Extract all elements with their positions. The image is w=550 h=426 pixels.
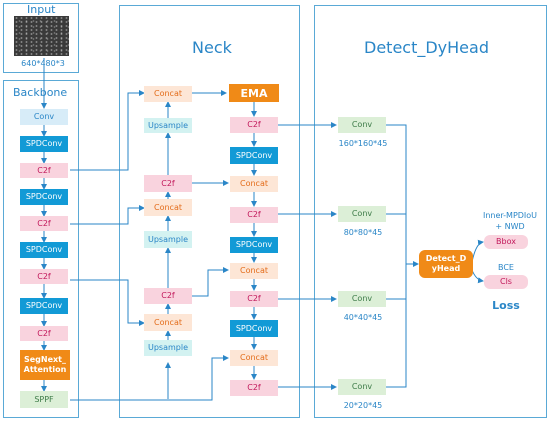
- segnext-attention-label: SegNext_Attention: [23, 355, 67, 374]
- head-conv-3-size: 40*40*45: [343, 313, 383, 322]
- neck-c2f-r2: C2f: [230, 207, 278, 223]
- input-image: [14, 16, 69, 56]
- neck-concat-6: Concat: [230, 350, 278, 366]
- neck-concat-1: Concat: [144, 86, 192, 102]
- neck-panel: [119, 5, 300, 418]
- neck-concat-4: Concat: [230, 176, 278, 192]
- neck-spdconv-3: SPDConv: [230, 320, 278, 337]
- backbone-c2f-4: C2f: [20, 326, 68, 341]
- head-conv-2-size: 80*80*45: [343, 228, 383, 237]
- backbone-title: Backbone: [13, 86, 68, 99]
- head-conv-4: Conv: [338, 379, 386, 395]
- neck-title: Neck: [192, 38, 232, 57]
- neck-spdconv-2: SPDConv: [230, 237, 278, 253]
- neck-concat-2: Concat: [144, 199, 192, 216]
- backbone-segnext-attention: SegNext_Attention: [20, 350, 70, 380]
- head-conv-1: Conv: [338, 117, 386, 133]
- neck-spdconv-1: SPDConv: [230, 147, 278, 164]
- neck-upsample-3: Upsample: [144, 340, 192, 356]
- head-conv-1-size: 160*160*45: [338, 139, 388, 148]
- head-dyhead: Detect_DyHead: [419, 250, 473, 278]
- head-title: Detect_DyHead: [364, 38, 489, 57]
- input-size-label: 640*480*3: [21, 59, 65, 68]
- backbone-c2f-1: C2f: [20, 163, 68, 178]
- neck-upsample-1: Upsample: [144, 118, 192, 133]
- backbone-spdconv-4: SPDConv: [20, 298, 68, 314]
- input-panel: [3, 3, 79, 73]
- backbone-spdconv-1: SPDConv: [20, 136, 68, 152]
- backbone-spdconv-3: SPDConv: [20, 242, 68, 258]
- head-conv-4-size: 20*20*45: [343, 401, 383, 410]
- neck-ema: EMA: [229, 84, 279, 102]
- backbone-panel: [3, 80, 79, 418]
- cls-caption: BCE: [498, 263, 514, 272]
- backbone-sppf: SPPF: [20, 391, 68, 408]
- cls-output: Cls: [484, 275, 528, 289]
- neck-c2f-r1: C2f: [230, 117, 278, 133]
- head-conv-3: Conv: [338, 291, 386, 307]
- bbox-caption-2: + NWD: [495, 222, 525, 231]
- bbox-caption-1: Inner-MPDIoU: [482, 211, 538, 220]
- loss-label: Loss: [492, 299, 520, 312]
- backbone-conv: Conv: [20, 109, 68, 125]
- bbox-output: Bbox: [484, 235, 528, 249]
- neck-concat-5: Concat: [230, 263, 278, 279]
- neck-c2f-r3: C2f: [230, 291, 278, 307]
- input-title: Input: [27, 3, 56, 16]
- neck-c2f-r4: C2f: [230, 380, 278, 396]
- head-panel: [314, 5, 547, 418]
- neck-concat-3: Concat: [144, 314, 192, 331]
- backbone-c2f-2: C2f: [20, 216, 68, 231]
- backbone-spdconv-2: SPDConv: [20, 189, 68, 205]
- head-conv-2: Conv: [338, 206, 386, 222]
- neck-c2f-l2: C2f: [144, 288, 192, 304]
- neck-c2f-l1: C2f: [144, 175, 192, 192]
- dyhead-label: Detect_DyHead: [425, 254, 467, 273]
- neck-upsample-2: Upsample: [144, 231, 192, 248]
- backbone-c2f-3: C2f: [20, 269, 68, 284]
